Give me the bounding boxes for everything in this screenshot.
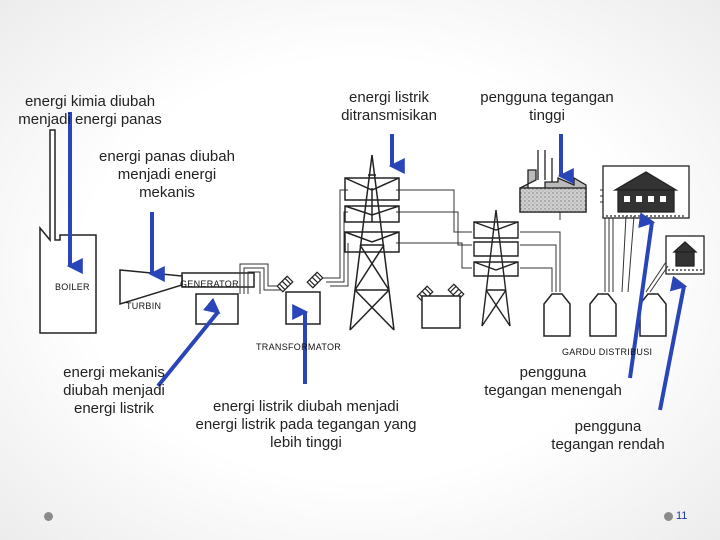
- arrow-menengah: [628, 212, 656, 379]
- gardu-distribusi: [543, 293, 667, 337]
- house-small: [665, 235, 705, 275]
- label-listrik-transmisi: energi listrik ditransmisikan: [326, 89, 452, 125]
- component-generator: GENERATOR: [180, 279, 239, 289]
- label-menengah-line2: tegangan menengah: [484, 382, 622, 399]
- house-large: [602, 165, 690, 219]
- label-listrik-transmisi-line2: ditransmisikan: [341, 107, 437, 124]
- label-diubah-line2: energi listrik pada tegangan yang: [195, 416, 417, 433]
- label-panas-line3: mekanis: [139, 184, 195, 201]
- label-diubah-line3: lebih tinggi: [270, 434, 342, 451]
- label-rendah-line1: pengguna: [574, 418, 642, 435]
- component-gardu: GARDU DISTRIBUSI: [562, 347, 653, 357]
- label-diubah-line1: energi listrik diubah menjadi: [213, 398, 399, 415]
- label-mekanis: energi mekanis diubah menjadi energi lis…: [48, 364, 180, 418]
- label-listrik-transmisi-line1: energi listrik: [348, 89, 430, 106]
- transformator-box: [195, 293, 239, 325]
- label-menengah-line1: pengguna: [519, 364, 587, 381]
- boiler: [39, 129, 97, 334]
- label-rendah: pengguna tegangan rendah: [540, 418, 676, 454]
- arrows: [66, 112, 688, 411]
- footer-dot-left: [44, 512, 53, 521]
- turbin: [119, 269, 183, 306]
- transformator-stepdown: [421, 295, 461, 329]
- component-transformator: TRANSFORMATOR: [256, 342, 342, 352]
- label-panas-line1: energi panas diubah: [99, 148, 235, 165]
- label-tegangan-tinggi-line1: pengguna tegangan: [480, 89, 614, 106]
- label-rendah-line2: tegangan rendah: [551, 436, 665, 453]
- transmission-tower-large: [344, 154, 400, 331]
- label-panas: energi panas diubah menjadi energi mekan…: [84, 148, 250, 202]
- label-menengah: pengguna tegangan menengah: [470, 364, 636, 400]
- component-turbin: TURBIN: [126, 301, 162, 311]
- label-kimia: energi kimia diubah menjadi energi panas: [2, 93, 178, 129]
- label-diubah: energi listrik diubah menjadi energi lis…: [180, 398, 432, 452]
- label-panas-line2: menjadi energi: [117, 166, 217, 183]
- label-mekanis-line3: energi listrik: [73, 400, 155, 417]
- page-number: 11: [676, 510, 688, 522]
- transmission-tower-medium: [473, 209, 519, 327]
- label-tegangan-tinggi-line2: tinggi: [529, 107, 565, 124]
- label-mekanis-line1: energi mekanis: [63, 364, 165, 381]
- label-kimia-line1: energi kimia diubah: [24, 93, 156, 110]
- label-mekanis-line2: diubah menjadi: [63, 382, 165, 399]
- distribution-lines: [621, 215, 669, 293]
- footer-dot-right: [664, 512, 673, 521]
- label-tegangan-tinggi: pengguna tegangan tinggi: [467, 89, 627, 125]
- label-kimia-line2: menjadi energi panas: [18, 111, 162, 128]
- arrow-mekanis: [156, 297, 221, 388]
- factory: [519, 150, 587, 213]
- component-boiler: BOILER: [55, 282, 90, 292]
- arrow-rendah: [658, 275, 688, 411]
